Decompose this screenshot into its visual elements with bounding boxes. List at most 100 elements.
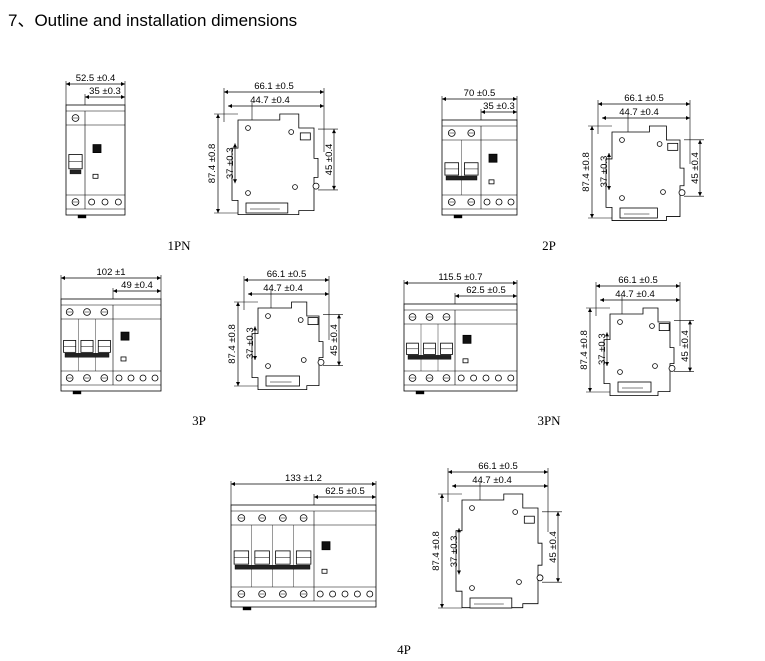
terminal-screw [366,590,374,598]
arrow-head [556,511,560,516]
arrow-head [513,294,517,298]
side-handle [658,323,670,332]
terminal-screw [88,198,96,206]
dimension-label: 66.1 ±0.5 [254,81,294,92]
trip-indicator [92,173,99,179]
rail-clip [317,358,325,366]
dimension-label: 70 ±0.5 [464,88,496,99]
arrow-head [590,126,594,130]
arrow-head [372,482,376,486]
arrow-head [457,528,461,533]
test-button [120,331,130,341]
terminal-screw [101,198,109,206]
handle-tie-bar [445,175,478,181]
arrow-head [688,320,692,325]
dimension-label: 133 ±1.2 [285,473,322,484]
arrow-head [337,314,341,319]
arrow-head [61,276,65,280]
dimension-label: 44.7 ±0.4 [619,107,659,118]
arrow-head [544,470,548,474]
terminal-screw [245,125,251,131]
dimension-label: 35 ±0.3 [483,101,515,112]
terminal-screw [316,590,324,598]
front-view-1pn: 52.5 ±0.435 ±0.3 [65,73,126,219]
arrow-head [588,308,592,312]
arrow-head [452,484,456,488]
terminal-screw [652,363,658,369]
arrow-head [442,97,446,101]
dimension-label: 66.1 ±0.5 [624,93,664,104]
rail-clip [536,574,544,582]
figure-3pn: 115.5 ±0.762.5 ±0.566.1 ±0.544.7 ±0.487.… [403,272,694,428]
figure-caption: 3P [192,413,206,428]
side-handle [307,317,319,326]
terminal-screw [660,189,666,195]
arrow-head [216,209,220,213]
arrow-head [588,388,592,392]
rail-clip [678,189,686,197]
arrow-head [440,494,444,498]
terminal-screw [288,129,295,135]
rail-clip [668,364,676,372]
arrow-head [121,95,125,99]
handle-tie-bar [234,564,311,570]
arrow-head [233,179,237,184]
figure-caption: 3PN [537,413,561,428]
terminal-screw [617,319,623,325]
terminal-screw [139,374,147,382]
arrow-head [676,298,680,302]
arrow-head [236,302,240,306]
arrow-head [602,116,606,120]
arrow-head [605,362,609,366]
side-body-outline [455,493,543,609]
arrow-head [236,382,240,386]
dimension-label: 87.4 ±0.8 [581,152,592,192]
figure-3p: 102 ±149 ±0.4 66.1 ±0.544.7 ±0.487.4 ±0.8… [60,267,343,428]
din-clip [453,214,463,219]
test-button [462,334,472,344]
dimension-label: 115.5 ±0.7 [438,272,482,283]
dimension-label: 37 ±0.3 [225,147,236,179]
front-view-3p: 102 ±149 ±0.4 [60,267,162,395]
terminal-screw [470,374,478,382]
arrow-head [686,102,690,106]
dimension-label: 102 ±1 [97,267,126,278]
terminal-screw [483,198,491,206]
arrow-head [325,278,329,282]
dimension-label: 37 ±0.3 [449,536,460,568]
front-view-4p: 133 ±1.262.5 ±0.5 [230,473,377,611]
arrow-head [404,281,408,285]
arrow-head [233,143,237,148]
arrow-head [244,278,248,282]
rail-clip [312,182,320,190]
din-rail-latch [469,597,513,609]
arrow-head [85,95,89,99]
terminal-screw [127,374,135,382]
arrow-head [513,97,517,101]
arrow-head [688,367,692,372]
terminal-screw [617,369,623,375]
terminal-screw [469,505,475,511]
arrow-head [698,139,702,144]
trip-indicator [120,356,127,362]
dimension-label: 66.1 ±0.5 [478,461,518,472]
arrow-head [590,214,594,218]
arrow-head [698,192,702,197]
arrow-head [224,90,228,94]
arrow-head [556,578,560,583]
arrow-head [337,361,341,366]
test-button [92,144,102,154]
dimension-label: 45 ±0.4 [690,152,701,184]
test-button [488,153,498,163]
din-clip [77,214,87,219]
arrow-head [314,495,318,499]
side-handle [667,142,679,151]
dimension-label: 66.1 ±0.5 [267,269,307,280]
dimension-label: 45 ±0.4 [329,324,340,356]
